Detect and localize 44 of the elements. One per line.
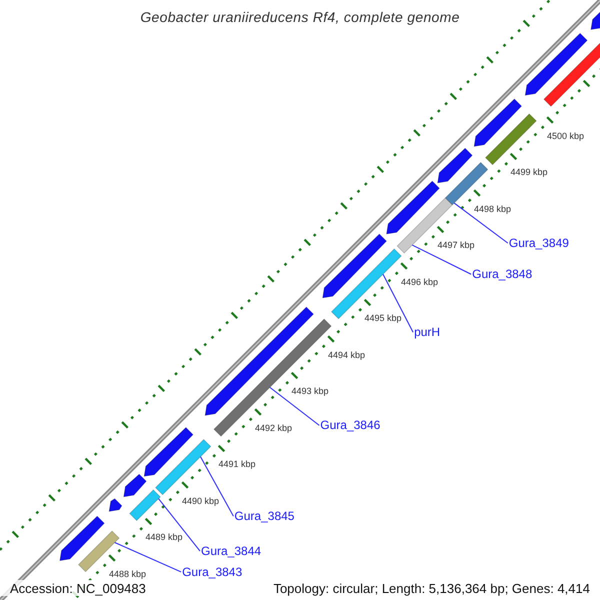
forward-gene-feature xyxy=(474,98,522,147)
scale-label: 4496 kbp xyxy=(401,276,438,287)
leader-line xyxy=(454,202,508,244)
genome-stats-label: Topology: circular; Length: 5,136,364 bp; Genes: 4,414 xyxy=(273,580,590,596)
gene-label: Gura_3843 xyxy=(182,564,242,579)
leader-line xyxy=(412,244,472,275)
gene-bar xyxy=(485,113,537,166)
scale-label: 4491 kbp xyxy=(218,459,256,470)
forward-gene-feature xyxy=(108,498,122,512)
forward-gene-feature xyxy=(524,32,588,96)
scale-label: 4492 kbp xyxy=(255,422,292,433)
forward-gene-feature xyxy=(123,474,147,498)
gene-label: Gura_3849 xyxy=(508,236,569,250)
gene-label: Gura_3848 xyxy=(472,267,532,282)
leader-line xyxy=(382,274,414,333)
scale-label: 4489 kbp xyxy=(146,532,183,542)
gene-bar xyxy=(444,162,488,206)
map-title: Geobacter uraniireducens Rf4, complete genome xyxy=(139,9,461,25)
forward-gene-feature xyxy=(322,234,387,298)
gene-label: Gura_3844 xyxy=(201,544,262,558)
scale-label: 4497 kbp xyxy=(438,240,475,250)
gene-bar xyxy=(155,439,212,496)
scale-label: 4488 kbp xyxy=(109,568,146,579)
forward-gene-feature xyxy=(144,427,194,477)
gene-label: Gura_3845 xyxy=(234,509,294,524)
leader-line xyxy=(269,386,320,426)
scale-label: 4499 kbp xyxy=(510,167,548,178)
gene-bar xyxy=(129,489,161,522)
scale-label: 4498 kbp xyxy=(474,204,512,214)
accession-label: Accession: NC_009483 xyxy=(10,580,146,596)
leader-line xyxy=(200,456,234,517)
forward-gene-feature xyxy=(437,148,473,184)
forward-gene-feature xyxy=(204,306,314,416)
scale-label: 4494 kbp xyxy=(328,350,366,360)
scale-label: 4495 kbp xyxy=(364,313,402,324)
gene-label: purH xyxy=(414,325,440,340)
scale-label: 4490 kbp xyxy=(182,496,220,506)
gene-bar xyxy=(78,530,120,572)
gene-label: Gura_3846 xyxy=(320,418,380,432)
forward-gene-feature xyxy=(386,180,440,234)
scale-label: 4500 kbp xyxy=(547,130,584,141)
scale-label: 4493 kbp xyxy=(292,386,329,396)
forward-gene-feature xyxy=(60,516,105,561)
leader-line xyxy=(114,542,182,572)
